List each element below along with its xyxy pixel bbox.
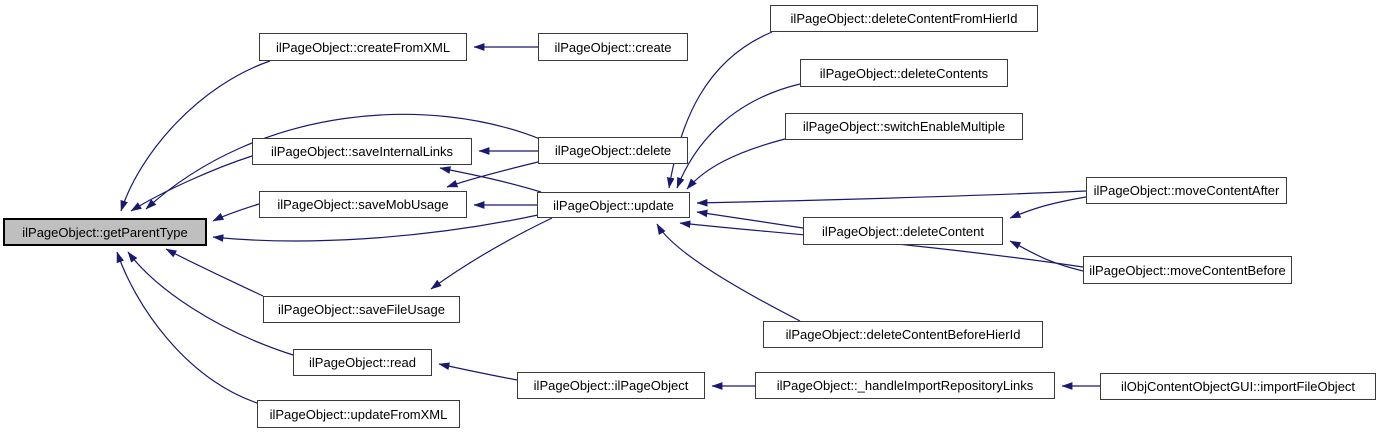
graph-node-deleteContentBeforeHierId[interactable]: ilPageObject::deleteContentBeforeHierId: [763, 321, 1043, 348]
graph-node-handleImportRepositoryLinks[interactable]: ilPageObject::_handleImportRepositoryLin…: [755, 372, 1055, 399]
graph-node-switchEnableMultiple[interactable]: ilPageObject::switchEnableMultiple: [785, 113, 1023, 140]
edge-moveContentAfter-to-update: [696, 190, 1087, 207]
edge-update-to-saveInternalLinks: [439, 166, 542, 193]
edge-deleteContentFromHierId-to-update: [666, 31, 773, 189]
edge-deleteContent-to-update: [696, 209, 804, 229]
edge-deleteContentBeforeHierId-to-update: [656, 223, 801, 322]
edge-read-to-getParentType: [127, 251, 294, 356]
graph-node-update[interactable]: ilPageObject::update: [537, 192, 690, 218]
graph-node-saveFileUsage[interactable]: ilPageObject::saveFileUsage: [263, 296, 460, 323]
graph-node-moveContentAfter[interactable]: ilPageObject::moveContentAfter: [1086, 177, 1287, 204]
graph-node-deleteContents[interactable]: ilPageObject::deleteContents: [800, 59, 1008, 87]
graph-node-delete[interactable]: ilPageObject::delete: [538, 137, 688, 164]
edge-saveFileUsage-to-getParentType: [165, 248, 264, 297]
edge-switchEnableMultiple-to-update: [686, 138, 786, 190]
graph-node-getParentType[interactable]: ilPageObject::getParentType: [3, 218, 207, 246]
graph-node-createFromXML[interactable]: ilPageObject::createFromXML: [259, 33, 467, 61]
graph-node-ilPageObject[interactable]: ilPageObject::ilPageObject: [517, 372, 705, 399]
graph-node-create[interactable]: ilPageObject::create: [538, 33, 688, 61]
edge-ilPageObject-to-read: [438, 362, 518, 381]
graph-node-read[interactable]: ilPageObject::read: [293, 349, 432, 376]
graph-node-importFileObject[interactable]: ilObjContentObjectGUI::importFileObject: [1100, 373, 1376, 400]
graph-node-deleteContentFromHierId[interactable]: ilPageObject::deleteContentFromHierId: [770, 5, 1038, 32]
edge-moveContentBefore-to-deleteContent: [1009, 240, 1084, 272]
edge-deleteContents-to-update: [676, 83, 801, 189]
edge-saveMobUsage-to-getParentType: [212, 203, 260, 222]
edge-moveContentAfter-to-deleteContent: [1009, 196, 1087, 219]
edge-delete-to-getParentType: [145, 113, 541, 210]
edge-delete-to-saveMobUsage: [446, 161, 539, 188]
edge-update-to-saveFileUsage: [430, 217, 553, 290]
graph-node-moveContentBefore[interactable]: ilPageObject::moveContentBefore: [1083, 256, 1292, 284]
graph-node-updateFromXML[interactable]: ilPageObject::updateFromXML: [257, 400, 460, 428]
graph-node-saveMobUsage[interactable]: ilPageObject::saveMobUsage: [259, 191, 467, 218]
edge-saveInternalLinks-to-getParentType: [130, 155, 253, 212]
graph-node-deleteContent[interactable]: ilPageObject::deleteContent: [803, 217, 1003, 245]
edge-update-to-getParentType: [212, 214, 539, 242]
edge-createFromXML-to-getParentType: [120, 60, 271, 212]
edge-updateFromXML-to-getParentType: [116, 251, 258, 404]
graph-node-saveInternalLinks[interactable]: ilPageObject::saveInternalLinks: [252, 138, 472, 165]
